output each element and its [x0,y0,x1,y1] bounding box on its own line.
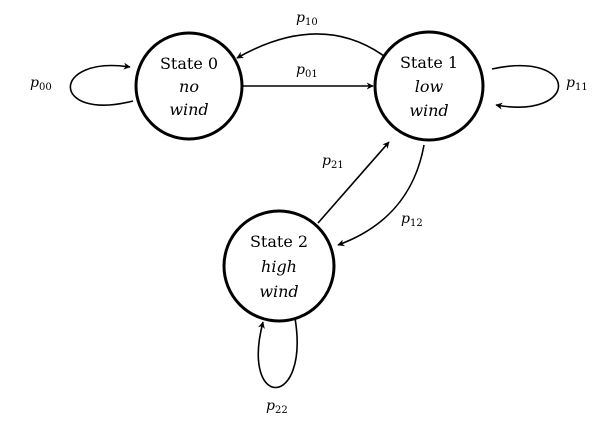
state-description-line1: high [261,257,297,276]
state-node-1: State 1 low wind [373,30,485,142]
state-description-line1: no [179,77,199,96]
label-p21: p21 [322,153,344,171]
state-title: State 1 [400,53,458,72]
arrow-p10 [236,33,385,59]
state-description-line1: low [415,77,444,96]
state-circle [134,31,244,141]
arrow-p12 [337,144,425,247]
state-description-line2: wind [409,101,448,120]
arrow-p21 [317,141,390,224]
state-description-line2: wind [169,100,208,119]
transition-labels: p00 p01 p10 p11 p12 p21 p22 [30,10,588,416]
state-node-2: State 2 high wind [222,209,336,323]
label-p10: p10 [296,10,318,28]
label-p00: p00 [30,75,52,93]
state-circle [373,30,485,142]
transition-arrows [69,33,560,389]
arrow-p22 [257,317,298,389]
state-title: State 2 [250,232,308,251]
label-p12: p12 [401,211,423,229]
label-p22: p22 [266,398,288,416]
arrow-p00 [69,62,134,106]
state-node-0: State 0 no wind [134,31,244,141]
label-p11: p11 [566,75,588,93]
state-title: State 0 [160,54,218,73]
state-description-line2: wind [259,282,298,301]
arrow-p11 [491,64,560,110]
state-circle [222,209,336,323]
label-p01: p01 [296,62,318,80]
